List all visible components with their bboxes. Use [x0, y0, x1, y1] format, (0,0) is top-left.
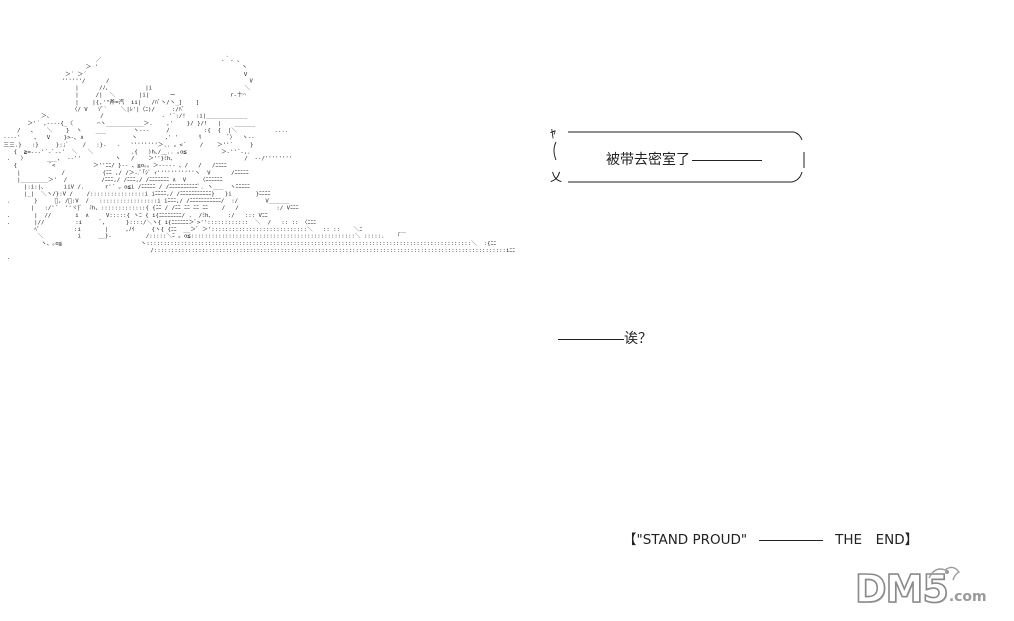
- second-line-dash: [558, 338, 624, 340]
- watermark-mascot-icon: [928, 566, 961, 581]
- bubble-line: 被带去密室了: [606, 149, 762, 169]
- ascii-art-figure: ／ -｀‐ 、 ＞ ' ヽ ＞´ ＞´ V: [3, 56, 516, 261]
- bubble-dash: [692, 159, 762, 161]
- ending-the-end: THE END: [835, 532, 905, 548]
- ending-open-bracket: 【: [623, 532, 637, 548]
- ending-line: 【"STAND PROUD" THE END】: [623, 528, 918, 548]
- second-line-text: 诶？: [624, 331, 652, 347]
- speech-bubble: ﾔ 乂 被带去密室了: [548, 118, 810, 188]
- watermark-logo: DM5.com: [854, 566, 987, 611]
- bubble-mark-top: ﾔ: [550, 127, 557, 141]
- ending-dash: [759, 539, 824, 541]
- speech-bubble-outline: [553, 131, 805, 183]
- bubble-mark-bottom: 乂: [550, 170, 563, 184]
- bubble-text: 被带去密室了: [606, 152, 690, 168]
- ending-title: "STAND PROUD": [636, 532, 748, 548]
- watermark-suffix: .com: [948, 589, 987, 605]
- second-line: 诶？: [558, 328, 652, 348]
- ending-close-bracket: 】: [904, 532, 919, 548]
- watermark-brand: DM5: [854, 567, 949, 611]
